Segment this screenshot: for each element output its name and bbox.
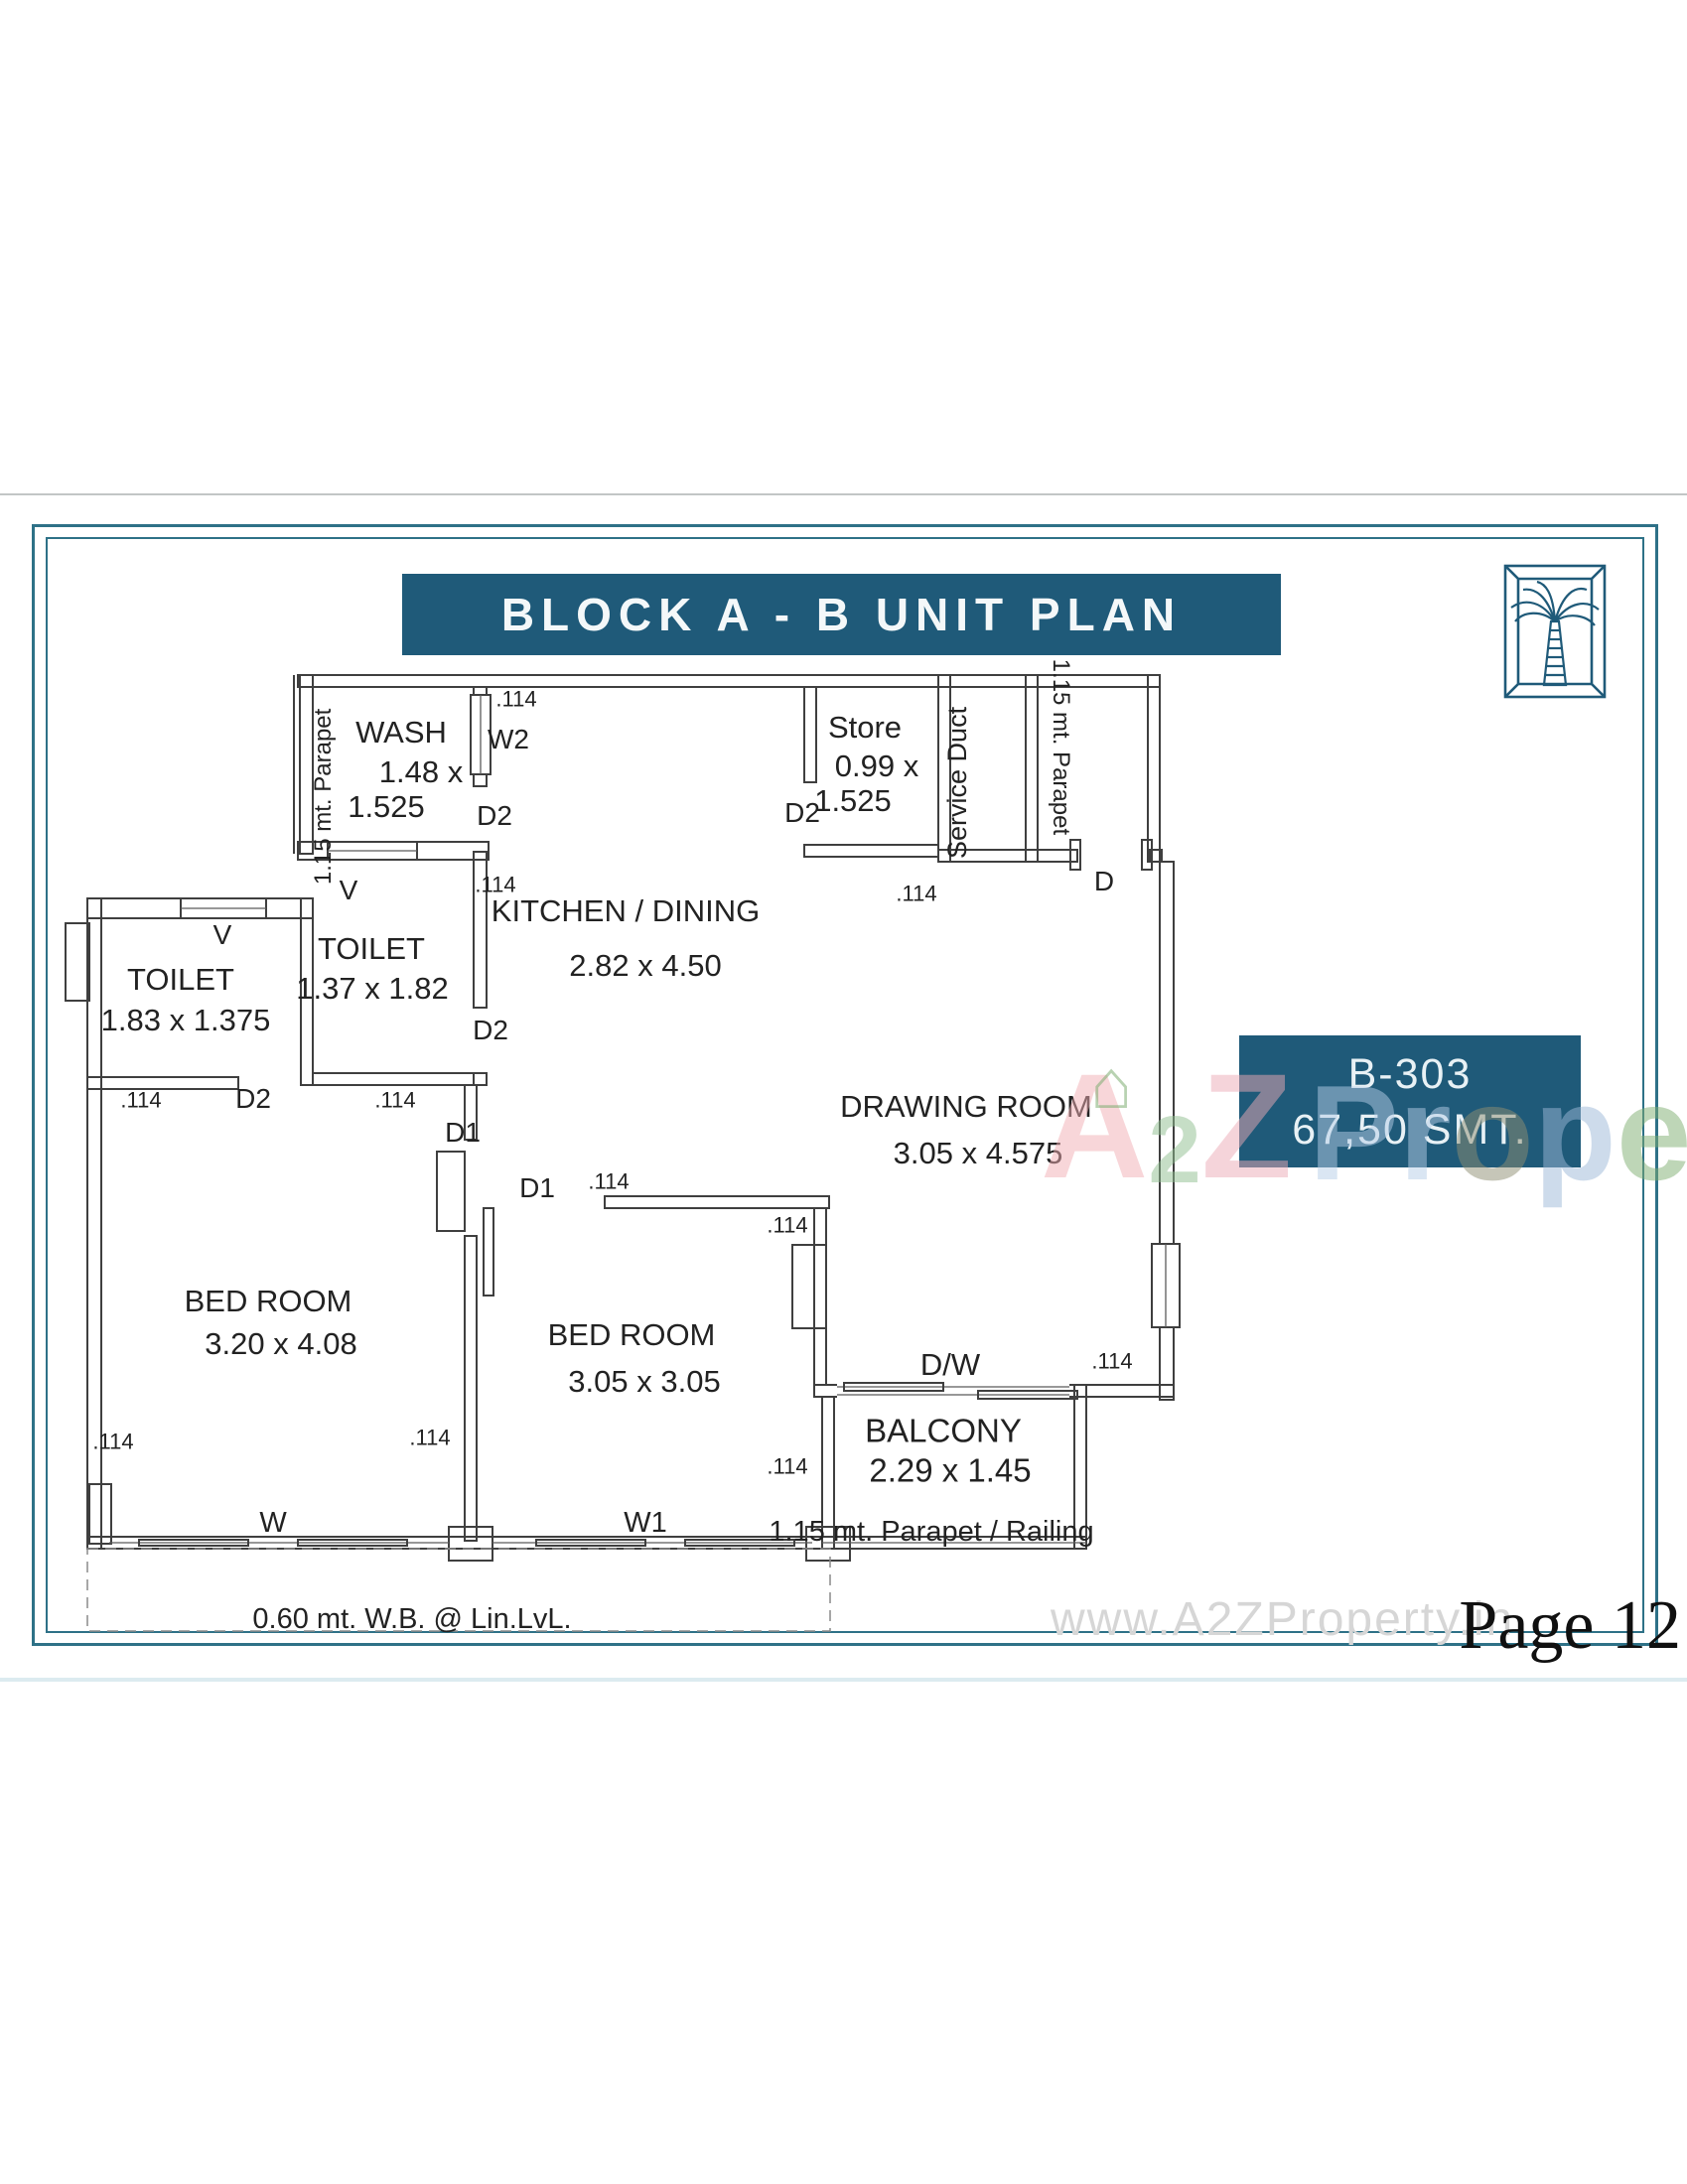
- room-label-bed-left: BED ROOM: [185, 1284, 352, 1318]
- logo-frame-right: [1590, 565, 1606, 698]
- dim-label-wash-2: 1.525: [348, 789, 425, 824]
- page-number: Page 12: [1459, 1587, 1681, 1664]
- dim-label-bed-mid: 3.05 x 3.05: [568, 1364, 720, 1399]
- door-label-d2-store: D2: [784, 797, 820, 828]
- wb-strip-outline: [86, 1548, 831, 1632]
- room-label-wash: WASH: [355, 715, 447, 750]
- door-label-dw-balcony: D/W: [920, 1347, 981, 1382]
- room-label-store: Store: [828, 710, 902, 745]
- palm-tree-doorway-logo: [1503, 564, 1607, 699]
- wall-dim-114-k1: .114: [475, 873, 515, 897]
- wall-dim-114-tl1: .114: [120, 1088, 161, 1113]
- door-label-d1-bed-mid: D1: [519, 1172, 555, 1203]
- wall-dim-114-entry: .114: [896, 882, 936, 906]
- page-title: BLOCK A - B UNIT PLAN: [500, 589, 1183, 640]
- page-top-edge-line: [0, 493, 1687, 495]
- window-label-w2: W2: [488, 724, 529, 754]
- palm-tree-icon: [1510, 580, 1600, 687]
- dim-label-wash-1: 1.48 x: [379, 754, 464, 789]
- page-frame-inner-border: [46, 537, 1644, 1633]
- unit-area: 67,50 SMT.: [1292, 1105, 1528, 1154]
- door-label-d-entrance: D: [1094, 866, 1114, 896]
- wall-dim-114-dw: .114: [1091, 1349, 1132, 1374]
- room-label-kitchen: KITCHEN / DINING: [492, 893, 760, 928]
- wall-dim-114-c3: .114: [767, 1454, 807, 1479]
- dim-label-store-1: 0.99 x: [835, 749, 919, 783]
- page-frame-outer-border: [32, 524, 1658, 1646]
- url-watermark: www.A2ZProperty.in: [1051, 1593, 1515, 1646]
- room-label-bed-mid: BED ROOM: [548, 1317, 716, 1352]
- vent-label-v-left: V: [213, 919, 232, 950]
- window-label-w: W: [259, 1507, 287, 1539]
- wb-strip-label: 0.60 mt. W.B. @ Lin.LvL.: [252, 1603, 571, 1635]
- logo-outer-frame: [1503, 564, 1607, 699]
- door-label-d1-bed-left: D1: [445, 1117, 481, 1148]
- dim-label-drawing: 3.05 x 4.575: [894, 1136, 1063, 1170]
- parapet-label-right: 1.15 mt. Parapet: [1048, 659, 1074, 836]
- unit-number: B-303: [1347, 1049, 1473, 1098]
- wall-dim-114-c2: .114: [409, 1426, 450, 1450]
- door-label-d2-toilet-left: D2: [235, 1083, 271, 1114]
- wall-dim-114-b1: .114: [588, 1169, 629, 1194]
- wall-dim-114-c1: .114: [92, 1430, 133, 1454]
- door-label-d2-wash: D2: [477, 800, 512, 831]
- window-label-w1: W1: [624, 1507, 667, 1539]
- room-label-service-duct: Service Duct: [942, 706, 972, 859]
- room-label-toilet-left: TOILET: [127, 962, 234, 997]
- wall-dim-114-b2: .114: [767, 1213, 807, 1238]
- dim-label-bed-left: 3.20 x 4.08: [205, 1326, 356, 1361]
- room-label-toilet-right: TOILET: [318, 931, 425, 966]
- door-label-d2-toilet-right: D2: [473, 1015, 508, 1045]
- railing-label: 1.15 mt. Parapet / Railing: [769, 1516, 1093, 1548]
- title-banner: BLOCK A - B UNIT PLAN: [402, 574, 1281, 655]
- dim-label-toilet-right: 1.37 x 1.82: [296, 971, 448, 1006]
- dim-label-store-2: 1.525: [814, 783, 892, 818]
- unit-badge: B-303 67,50 SMT.: [1239, 1035, 1581, 1167]
- wall-dim-114-tl2: .114: [374, 1088, 415, 1113]
- dim-label-kitchen: 2.82 x 4.50: [569, 948, 721, 983]
- page-bottom-edge-line: [0, 1678, 1687, 1682]
- parapet-label-left: 1.15 mt. Parapet: [310, 708, 337, 885]
- dim-label-toilet-left: 1.83 x 1.375: [101, 1003, 271, 1037]
- dim-label-balcony: 2.29 x 1.45: [869, 1452, 1031, 1489]
- room-label-drawing: DRAWING ROOM: [840, 1089, 1092, 1124]
- room-label-balcony: BALCONY: [865, 1413, 1022, 1449]
- wall-dim-114-top: .114: [495, 687, 536, 712]
- logo-frame-left: [1504, 565, 1520, 698]
- vent-label-v-right: V: [340, 875, 358, 905]
- floor-plan-windows: [109, 694, 1181, 1547]
